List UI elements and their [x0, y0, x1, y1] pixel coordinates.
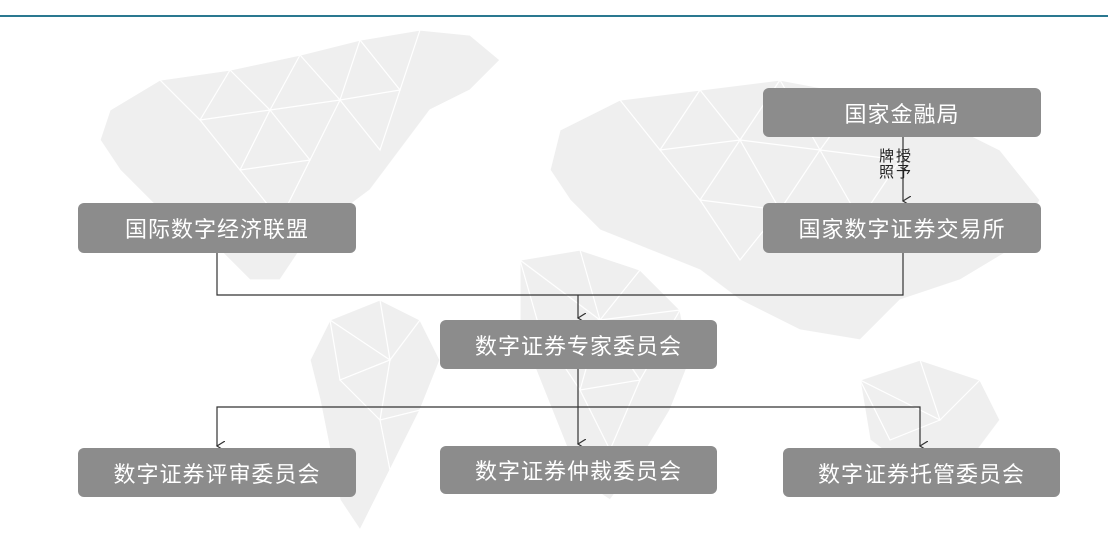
node-exchange: 国家数字证券交易所: [763, 203, 1041, 253]
edge-expert-to-review: [217, 406, 578, 446]
node-review-committee: 数字证券评审委员会: [78, 448, 356, 497]
node-alliance: 国际数字经济联盟: [78, 203, 356, 253]
edge-alliance-merge: [216, 253, 904, 296]
edge-expert-to-custody: [578, 406, 920, 446]
node-expert-committee: 数字证券专家委员会: [440, 320, 717, 369]
node-custody-committee: 数字证券托管委员会: [783, 448, 1060, 497]
node-arbitration-committee: 数字证券仲裁委员会: [440, 446, 717, 494]
node-pboc: 国家金融局: [763, 88, 1041, 137]
edge-label-license: 授予牌照: [877, 148, 912, 180]
header-rule: [0, 15, 1108, 17]
